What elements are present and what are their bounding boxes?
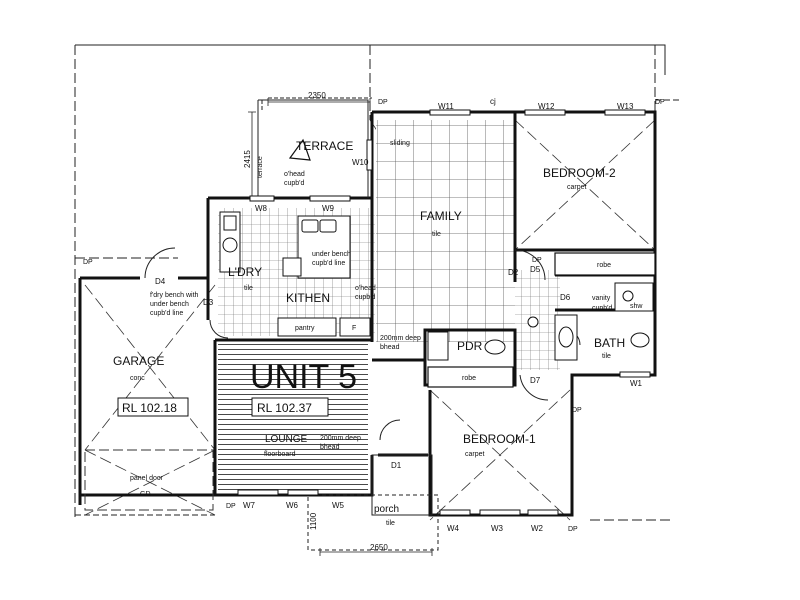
- rl-unit-box: [251, 397, 329, 417]
- rl-garage: RL 102.18: [122, 401, 177, 415]
- terrace-label: TERRACE: [296, 139, 353, 153]
- note-bulkhead-1a: 200mm deep: [380, 335, 421, 342]
- dp-3: DP: [655, 99, 665, 106]
- family-label: FAMILY: [420, 209, 462, 223]
- window-marks: [237, 109, 651, 516]
- bedroom2-label: BEDROOM-2: [543, 166, 616, 180]
- shw-label: shw: [630, 303, 643, 310]
- bath-fixtures: [427, 282, 654, 361]
- door-d2: D2: [508, 268, 519, 277]
- ldry-finish: tile: [244, 285, 253, 292]
- rl-garage-box: [117, 397, 189, 417]
- bedroom1-label: BEDROOM-1: [463, 432, 536, 446]
- bedroom1-finish: carpet: [465, 451, 485, 458]
- robe-bed1-label: robe: [462, 375, 476, 382]
- dp-7: DP: [532, 257, 542, 264]
- bedroom2-finish: carpet: [567, 184, 587, 191]
- window-w10: W10: [352, 158, 369, 167]
- garage-panel-door: [84, 449, 214, 511]
- window-w9: W9: [322, 204, 335, 213]
- note-kit-overhead-2: cupb'd: [355, 294, 376, 301]
- dim-terrace-depth: 2415: [243, 150, 252, 168]
- fridge-label: F: [352, 325, 356, 332]
- family-tiles: [376, 120, 516, 342]
- window-w3: W3: [491, 524, 504, 533]
- note-ldry-bench-3: cupb'd line: [150, 310, 183, 317]
- window-w13: W13: [617, 102, 634, 111]
- door-d6: D6: [560, 293, 571, 302]
- note-bulkhead-1b: bhead: [380, 344, 400, 351]
- family-finish: tile: [432, 231, 441, 238]
- note-overhead-2: cupb'd: [284, 180, 305, 187]
- window-w8: W8: [255, 204, 268, 213]
- vanity-label-1: vanity: [592, 295, 611, 302]
- window-w2: W2: [531, 524, 544, 533]
- note-terrace-side: terrace: [257, 156, 264, 178]
- note-ldry-bench-1: f'dry bench with: [150, 292, 199, 299]
- dp-2: DP: [378, 99, 388, 106]
- lounge-finish: floorboard: [264, 451, 296, 458]
- bath-label: BATH: [594, 336, 625, 350]
- site-boundary: [74, 44, 680, 521]
- dp-4: DP: [226, 503, 236, 510]
- note-ldry-bench-2: under bench: [150, 301, 189, 308]
- panel-door-label-1: panel door: [130, 475, 164, 482]
- robe-bed2: [554, 252, 656, 276]
- dim-porch-depth: 1100: [309, 512, 318, 530]
- north-arrow: [288, 138, 311, 161]
- robe-bed1: [427, 366, 514, 388]
- door-d1: D1: [391, 461, 402, 470]
- panel-door-label-2: GD: [140, 491, 151, 498]
- laundry-fixtures: [219, 211, 241, 273]
- dim-top-width: 2350: [308, 91, 326, 100]
- window-w6: W6: [286, 501, 299, 510]
- cj-label: cj: [490, 97, 496, 106]
- dp-5: DP: [572, 407, 582, 414]
- dp-1: DP: [83, 259, 93, 266]
- porch-label: porch: [374, 504, 399, 515]
- window-w11: W11: [438, 102, 454, 111]
- door-d7: D7: [530, 376, 541, 385]
- bath-finish: tile: [602, 353, 611, 360]
- window-w12: W12: [538, 102, 555, 111]
- window-w1: W1: [630, 379, 643, 388]
- dp-6: DP: [568, 526, 578, 533]
- door-d3: D3: [203, 298, 214, 307]
- door-d5: D5: [530, 265, 541, 274]
- note-bulkhead-2a: 200mm deep: [320, 435, 361, 442]
- rl-unit: RL 102.37: [257, 401, 312, 415]
- porch-outline: [307, 454, 439, 551]
- note-under-bench-2: cupb'd line: [312, 260, 345, 267]
- garage-label: GARAGE: [113, 354, 164, 368]
- note-kit-overhead-1: o'head: [355, 285, 376, 292]
- robe-bed2-label: robe: [597, 262, 611, 269]
- window-w7: W7: [243, 501, 256, 510]
- unit-title: UNIT 5: [250, 358, 357, 396]
- door-d4: D4: [155, 277, 166, 286]
- pdr-label: PDR: [457, 339, 483, 353]
- dim-porch-width: 2650: [370, 543, 388, 552]
- pantry-label: pantry: [295, 325, 315, 332]
- window-w4: W4: [447, 524, 460, 533]
- lounge-label: LOUNGE: [265, 434, 308, 445]
- vanity-label-2: cupb'd: [592, 305, 613, 312]
- porch-finish: tile: [386, 520, 395, 527]
- garage-finish: conc: [130, 375, 145, 382]
- kitchen-benches: [277, 215, 371, 337]
- kitchen-label: KITHEN: [286, 291, 330, 305]
- lounge-boards: [218, 342, 368, 492]
- note-bulkhead-2b: bhead: [320, 444, 340, 451]
- window-w5: W5: [332, 501, 345, 510]
- note-overhead-1: o'head: [284, 171, 305, 178]
- note-sliding: sliding: [390, 140, 410, 147]
- ldry-label: L'DRY: [228, 265, 262, 279]
- note-under-bench-1: under bench: [312, 251, 351, 258]
